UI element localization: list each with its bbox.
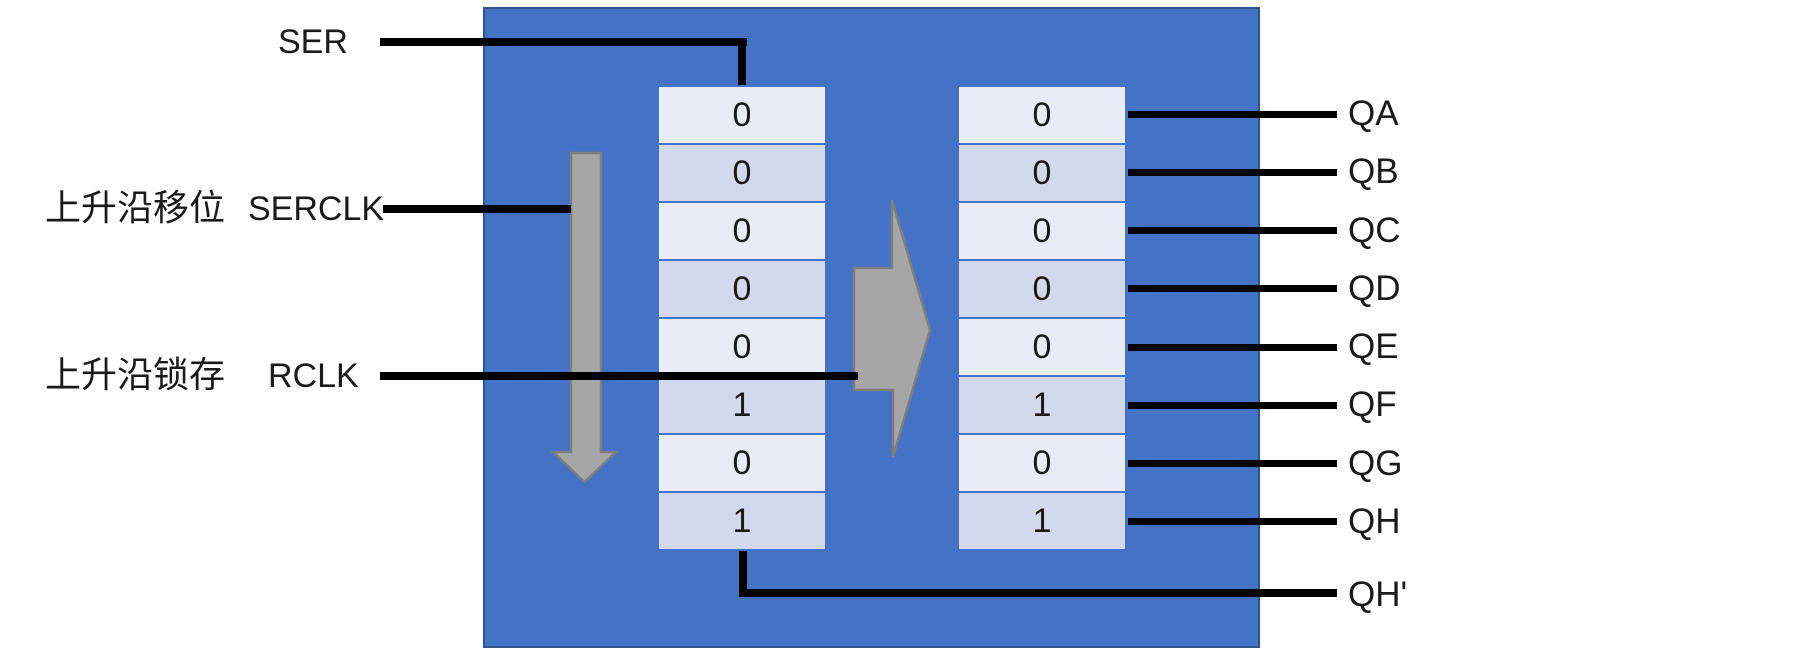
chip-body xyxy=(483,7,1260,648)
output-wire-qf xyxy=(1128,402,1337,409)
output-label-qa: QA xyxy=(1348,94,1399,133)
shift-register-cell-7: 1 xyxy=(659,491,825,549)
output-label-qe: QE xyxy=(1348,327,1399,366)
shift-register-cell-4: 0 xyxy=(659,317,825,375)
storage-register-cell-4: 0 xyxy=(959,317,1125,375)
shift-register-cell-2: 0 xyxy=(659,201,825,259)
ser-wire-horizontal xyxy=(380,38,747,46)
output-wire-qc xyxy=(1128,227,1337,234)
output-label-qh: QH xyxy=(1348,502,1401,541)
serial-out-label: QH' xyxy=(1348,575,1408,614)
output-wire-qh xyxy=(1128,518,1337,525)
output-wire-qg xyxy=(1128,460,1337,467)
serclk-annotation: 上升沿移位 xyxy=(45,187,226,228)
shift-register-cell-5: 1 xyxy=(659,375,825,433)
storage-register-cell-5: 1 xyxy=(959,375,1125,433)
storage-register-cell-6: 0 xyxy=(959,433,1125,491)
output-wire-qe xyxy=(1128,344,1337,351)
output-label-qc: QC xyxy=(1348,211,1401,250)
serclk-wire xyxy=(383,205,571,213)
qh-prime-wire-horizontal xyxy=(739,589,1337,597)
rclk-wire xyxy=(380,372,858,380)
storage-register-cell-2: 0 xyxy=(959,201,1125,259)
ser-label: SER xyxy=(278,23,348,61)
serclk-label: SERCLK xyxy=(248,190,385,228)
ser-wire-vertical xyxy=(738,38,746,85)
output-label-qf: QF xyxy=(1348,385,1397,424)
output-label-qd: QD xyxy=(1348,269,1401,308)
qh-prime-wire-vertical xyxy=(739,551,747,597)
shift-register-cell-0: 0 xyxy=(659,87,825,143)
shift-register-cell-1: 0 xyxy=(659,143,825,201)
storage-register-cell-0: 0 xyxy=(959,87,1125,143)
output-label-qb: QB xyxy=(1348,152,1399,191)
shift-register-cell-6: 0 xyxy=(659,433,825,491)
storage-register-cell-7: 1 xyxy=(959,491,1125,549)
output-wire-qa xyxy=(1128,111,1337,118)
storage-register-cell-3: 0 xyxy=(959,259,1125,317)
output-wire-qb xyxy=(1128,169,1337,176)
shift-register-cell-3: 0 xyxy=(659,259,825,317)
storage-register-cell-1: 0 xyxy=(959,143,1125,201)
output-label-qg: QG xyxy=(1348,444,1403,483)
rclk-annotation: 上升沿锁存 xyxy=(45,354,226,395)
rclk-label: RCLK xyxy=(268,357,359,395)
output-wire-qd xyxy=(1128,285,1337,292)
